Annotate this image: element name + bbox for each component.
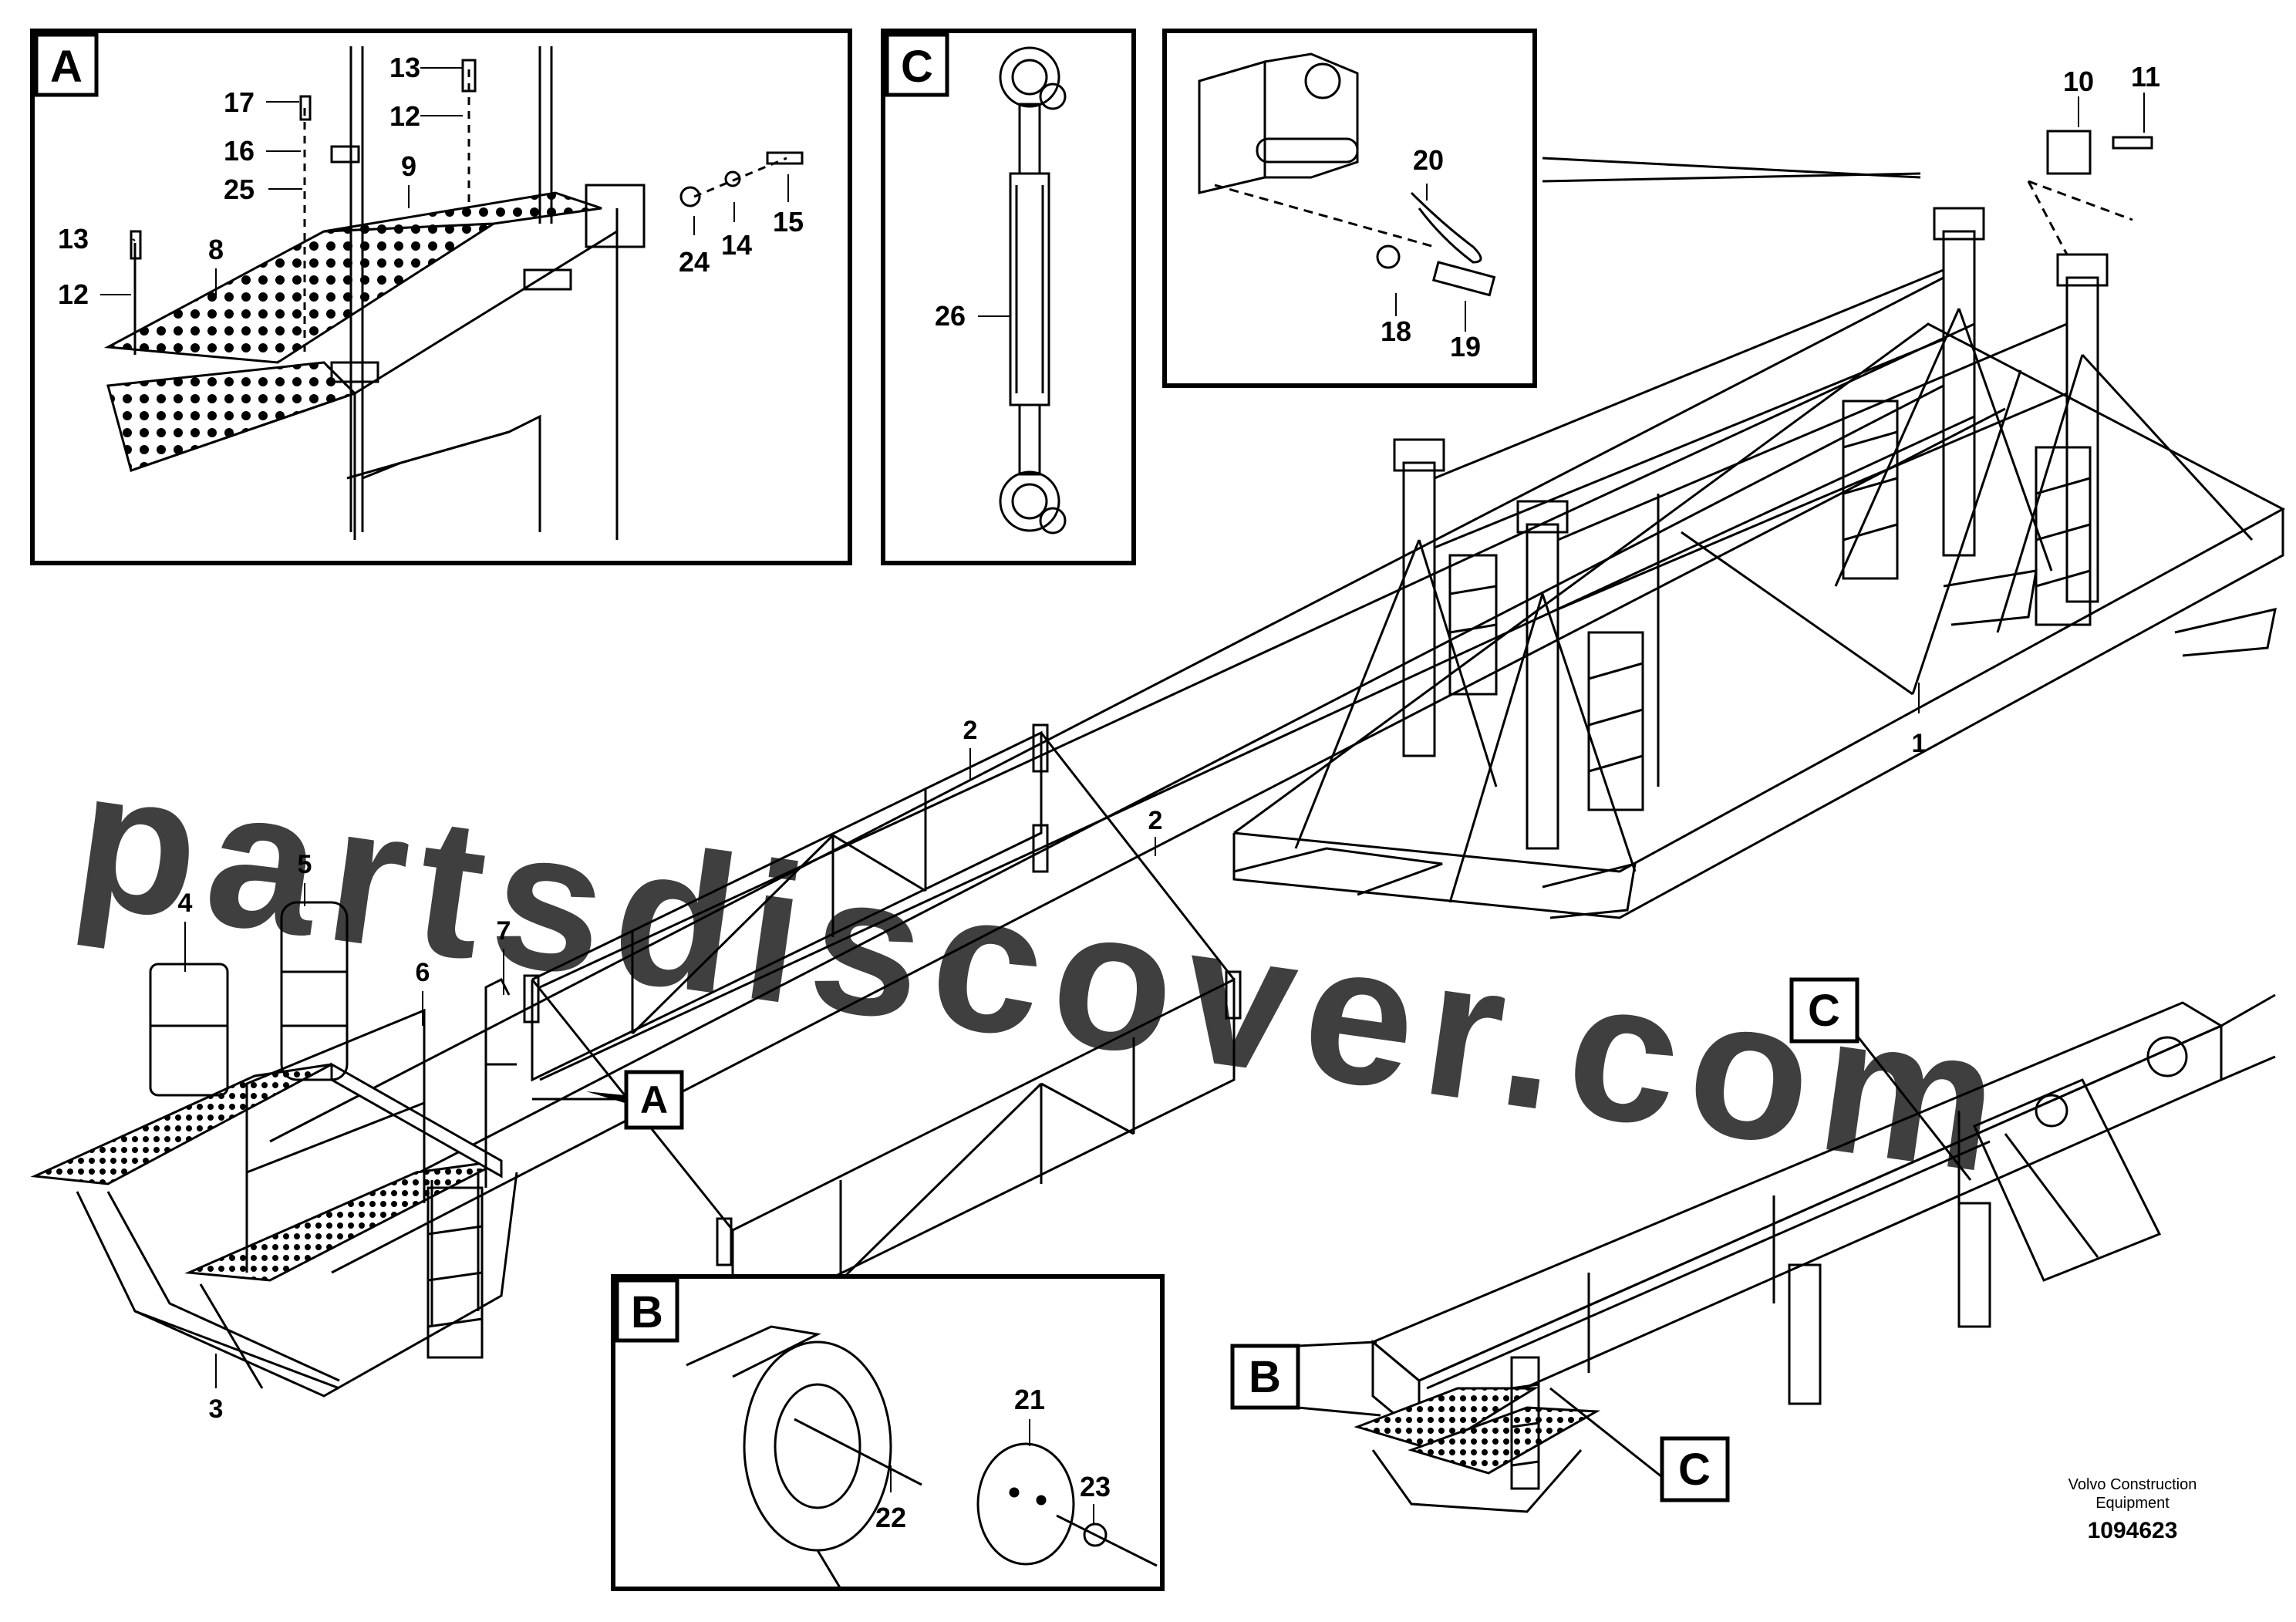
- a-label-9: 9: [401, 150, 416, 182]
- label-part-7: 7: [497, 916, 511, 946]
- callout-a-pointer: A: [532, 1070, 684, 1130]
- callout-a-main: A: [640, 1078, 668, 1121]
- label-part-10: 10: [2063, 66, 2094, 97]
- publisher-line-2: Equipment: [2095, 1495, 2170, 1512]
- pin-label-20: 20: [1413, 144, 1444, 176]
- a-label-17: 17: [224, 86, 255, 118]
- detail-pin-frame: [1162, 29, 1537, 388]
- detail-b-frame: [611, 1274, 1165, 1591]
- c-label-26: 26: [935, 300, 966, 332]
- a-label-13-left: 13: [58, 223, 89, 255]
- overview-callout-c-bottom: C: [1678, 1445, 1711, 1495]
- platform-assembly: [30, 901, 518, 1398]
- main-frame: [1232, 207, 2286, 919]
- a-label-12-left: 12: [58, 278, 89, 310]
- publisher-credit: Volvo Construction Equipment 1094623: [2032, 1475, 2233, 1546]
- main-leaders: [184, 683, 1920, 1388]
- a-label-15: 15: [773, 206, 804, 238]
- turnbuckle-icon: [999, 46, 1067, 534]
- detail-a: A: [30, 29, 852, 565]
- frame-ladders: [1448, 400, 2092, 811]
- a-label-14: 14: [721, 229, 752, 261]
- label-part-5: 5: [298, 850, 312, 879]
- label-part-11: 11: [2131, 61, 2160, 93]
- detail-a-letter: A: [50, 42, 83, 92]
- detail-b: B 21 22 23: [611, 1274, 1165, 1591]
- label-part-3: 3: [209, 1394, 224, 1424]
- detail-pin-bracket: 20 18 19: [1162, 29, 1921, 388]
- label-part-1: 1: [1912, 729, 1927, 758]
- a-label-25: 25: [224, 174, 255, 205]
- b-label-22: 22: [875, 1502, 906, 1533]
- bracket-10-11: [2027, 93, 2153, 255]
- pin-label-19: 19: [1450, 331, 1481, 363]
- a-label-16: 16: [224, 135, 255, 167]
- a-label-12-top: 12: [389, 100, 420, 132]
- detail-c-frame: [881, 29, 1136, 565]
- b-label-23: 23: [1080, 1471, 1111, 1502]
- label-part-2a: 2: [963, 716, 978, 745]
- detail-c-letter: C: [901, 42, 933, 92]
- label-part-6: 6: [416, 958, 430, 987]
- detail-c: C 26: [881, 29, 1136, 565]
- label-part-2b: 2: [1148, 806, 1163, 835]
- a-label-13-top: 13: [389, 52, 420, 83]
- b-label-21: 21: [1014, 1384, 1045, 1415]
- label-part-4: 4: [178, 889, 193, 918]
- a-label-8: 8: [208, 234, 224, 265]
- a-label-24: 24: [679, 246, 710, 278]
- detail-b-letter: B: [631, 1287, 663, 1337]
- watermark-text: partsdiscover.com: [63, 727, 2023, 1216]
- publisher-line-1: Volvo Construction: [2068, 1476, 2197, 1493]
- figure-number: 1094623: [2087, 1518, 2178, 1543]
- machine-overview: C B C: [1230, 977, 2276, 1513]
- overview-callout-b: B: [1249, 1352, 1281, 1402]
- pin-label-18: 18: [1381, 315, 1411, 347]
- overview-callout-c-top: C: [1808, 986, 1840, 1036]
- detail-a-frame: [30, 29, 852, 565]
